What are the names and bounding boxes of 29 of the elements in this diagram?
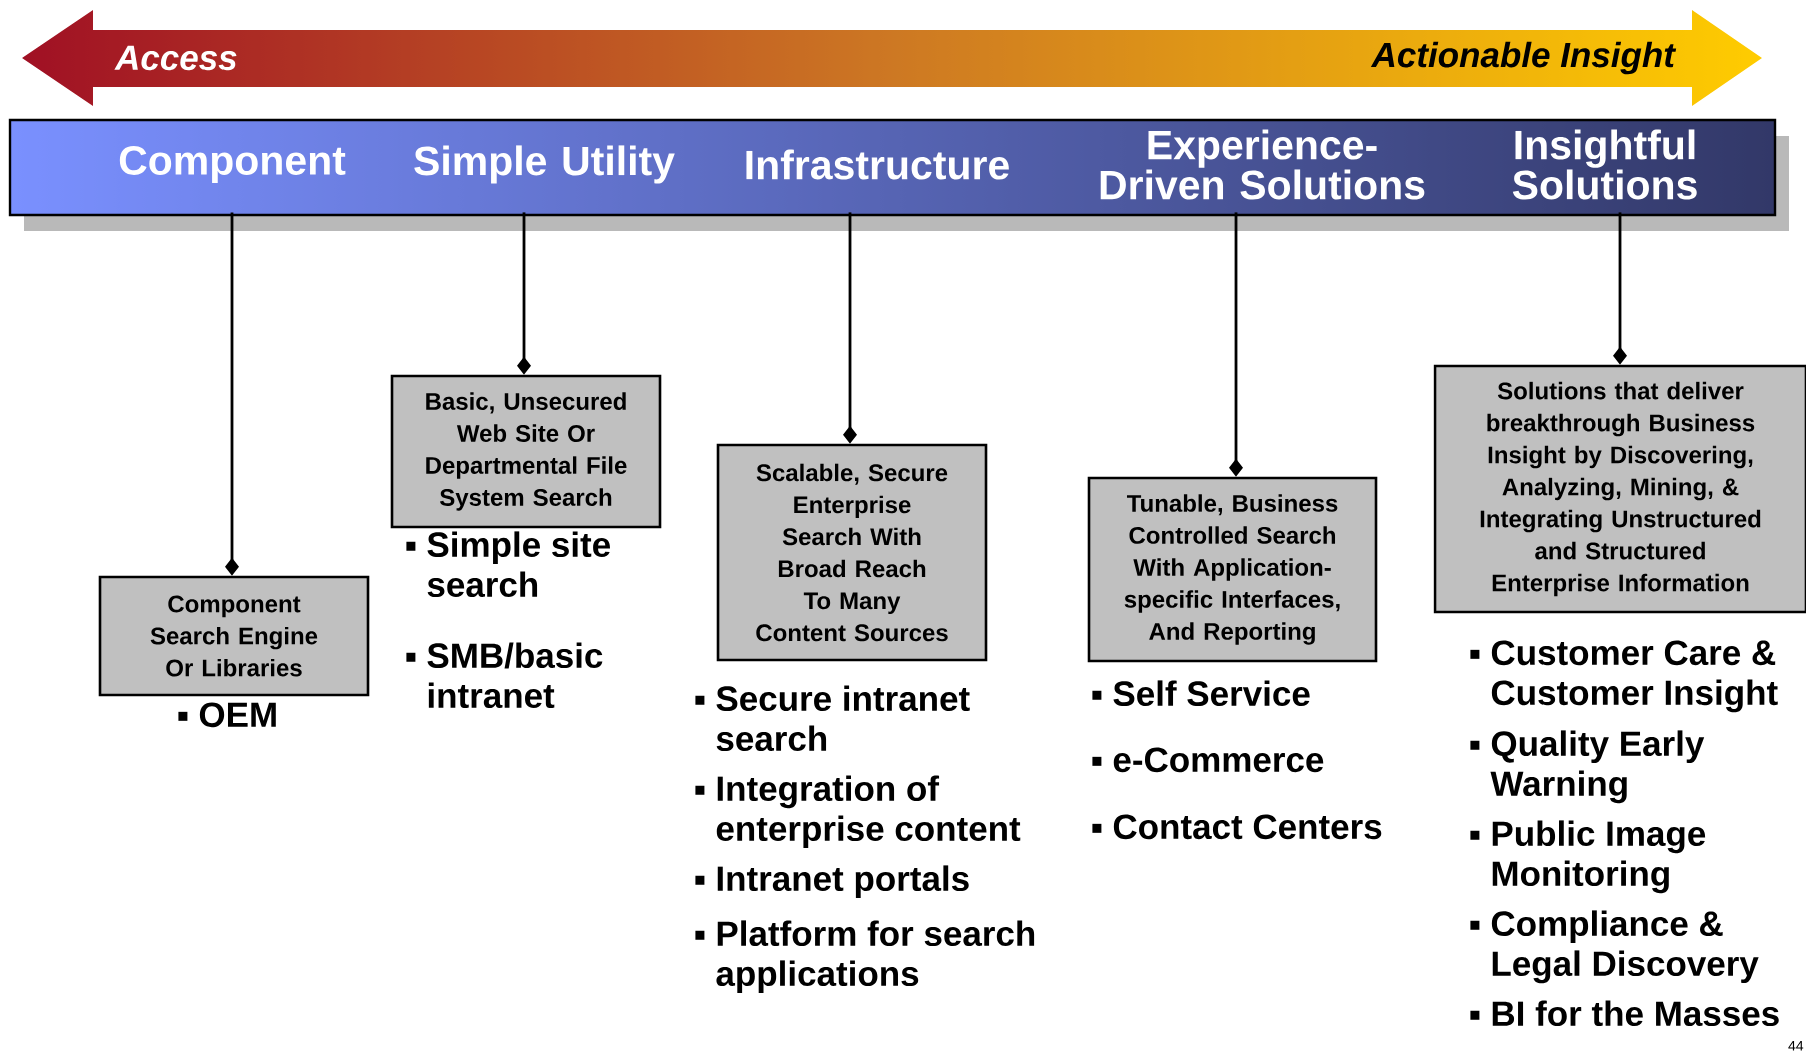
description-box: Solutions that deliver breakthrough Business Insight by Discovering, Analyzing, Mining, & Integrating Unstructured and Structured Enterprise Information [1433, 364, 1806, 614]
bullet-item: Platform for search applications [695, 920, 1035, 994]
column-heading: Component [119, 145, 346, 184]
bullet-item: SMB/basic intranet [406, 642, 603, 709]
arrow-end-label: Access [114, 45, 237, 71]
column-heading: Simple Utility [414, 145, 675, 184]
description-box: Basic, Unsecured Web Site Or Departmental File System Search [390, 374, 662, 529]
bullet-item: Intranet portals [695, 865, 969, 899]
bullet-item: Quality Early Warning [1470, 730, 1705, 804]
page-number: 44 [1788, 1040, 1804, 1051]
bullet-item: Customer Care & Customer Insight [1470, 640, 1778, 713]
bullet-item: Simple site search [406, 531, 610, 598]
header-band [8, 118, 1789, 231]
column-heading: Experience-Driven Solutions [1100, 129, 1425, 200]
description-box: Scalable, Secure Enterprise Search With Broad Reach To Many Content Sources [716, 443, 988, 662]
bullet-item: Secure intranet search [695, 685, 970, 752]
column-heading: Infrastructure [746, 149, 1009, 180]
bullet-item: Compliance & Legal Discovery [1470, 910, 1759, 984]
column-heading: Insightful Solutions [1512, 129, 1697, 200]
bullet-item: Contact Centers [1092, 814, 1382, 840]
description-box: Component Search Engine Or Libraries [98, 575, 370, 697]
bullet-item: OEM [178, 702, 276, 728]
bullet-item: Integration of enterprise content [695, 775, 1021, 849]
bullet-item: Self Service [1092, 680, 1310, 707]
bullet-item: BI for the Masses [1470, 1000, 1779, 1027]
bullet-item: Public Image Monitoring [1470, 820, 1706, 894]
bullet-item: e-Commerce [1092, 747, 1324, 773]
arrow-end-label: Actionable Insight [1370, 41, 1677, 75]
description-box: Tunable, Business Controlled Search With Application-specific Interfaces, And Reporting [1087, 476, 1378, 663]
